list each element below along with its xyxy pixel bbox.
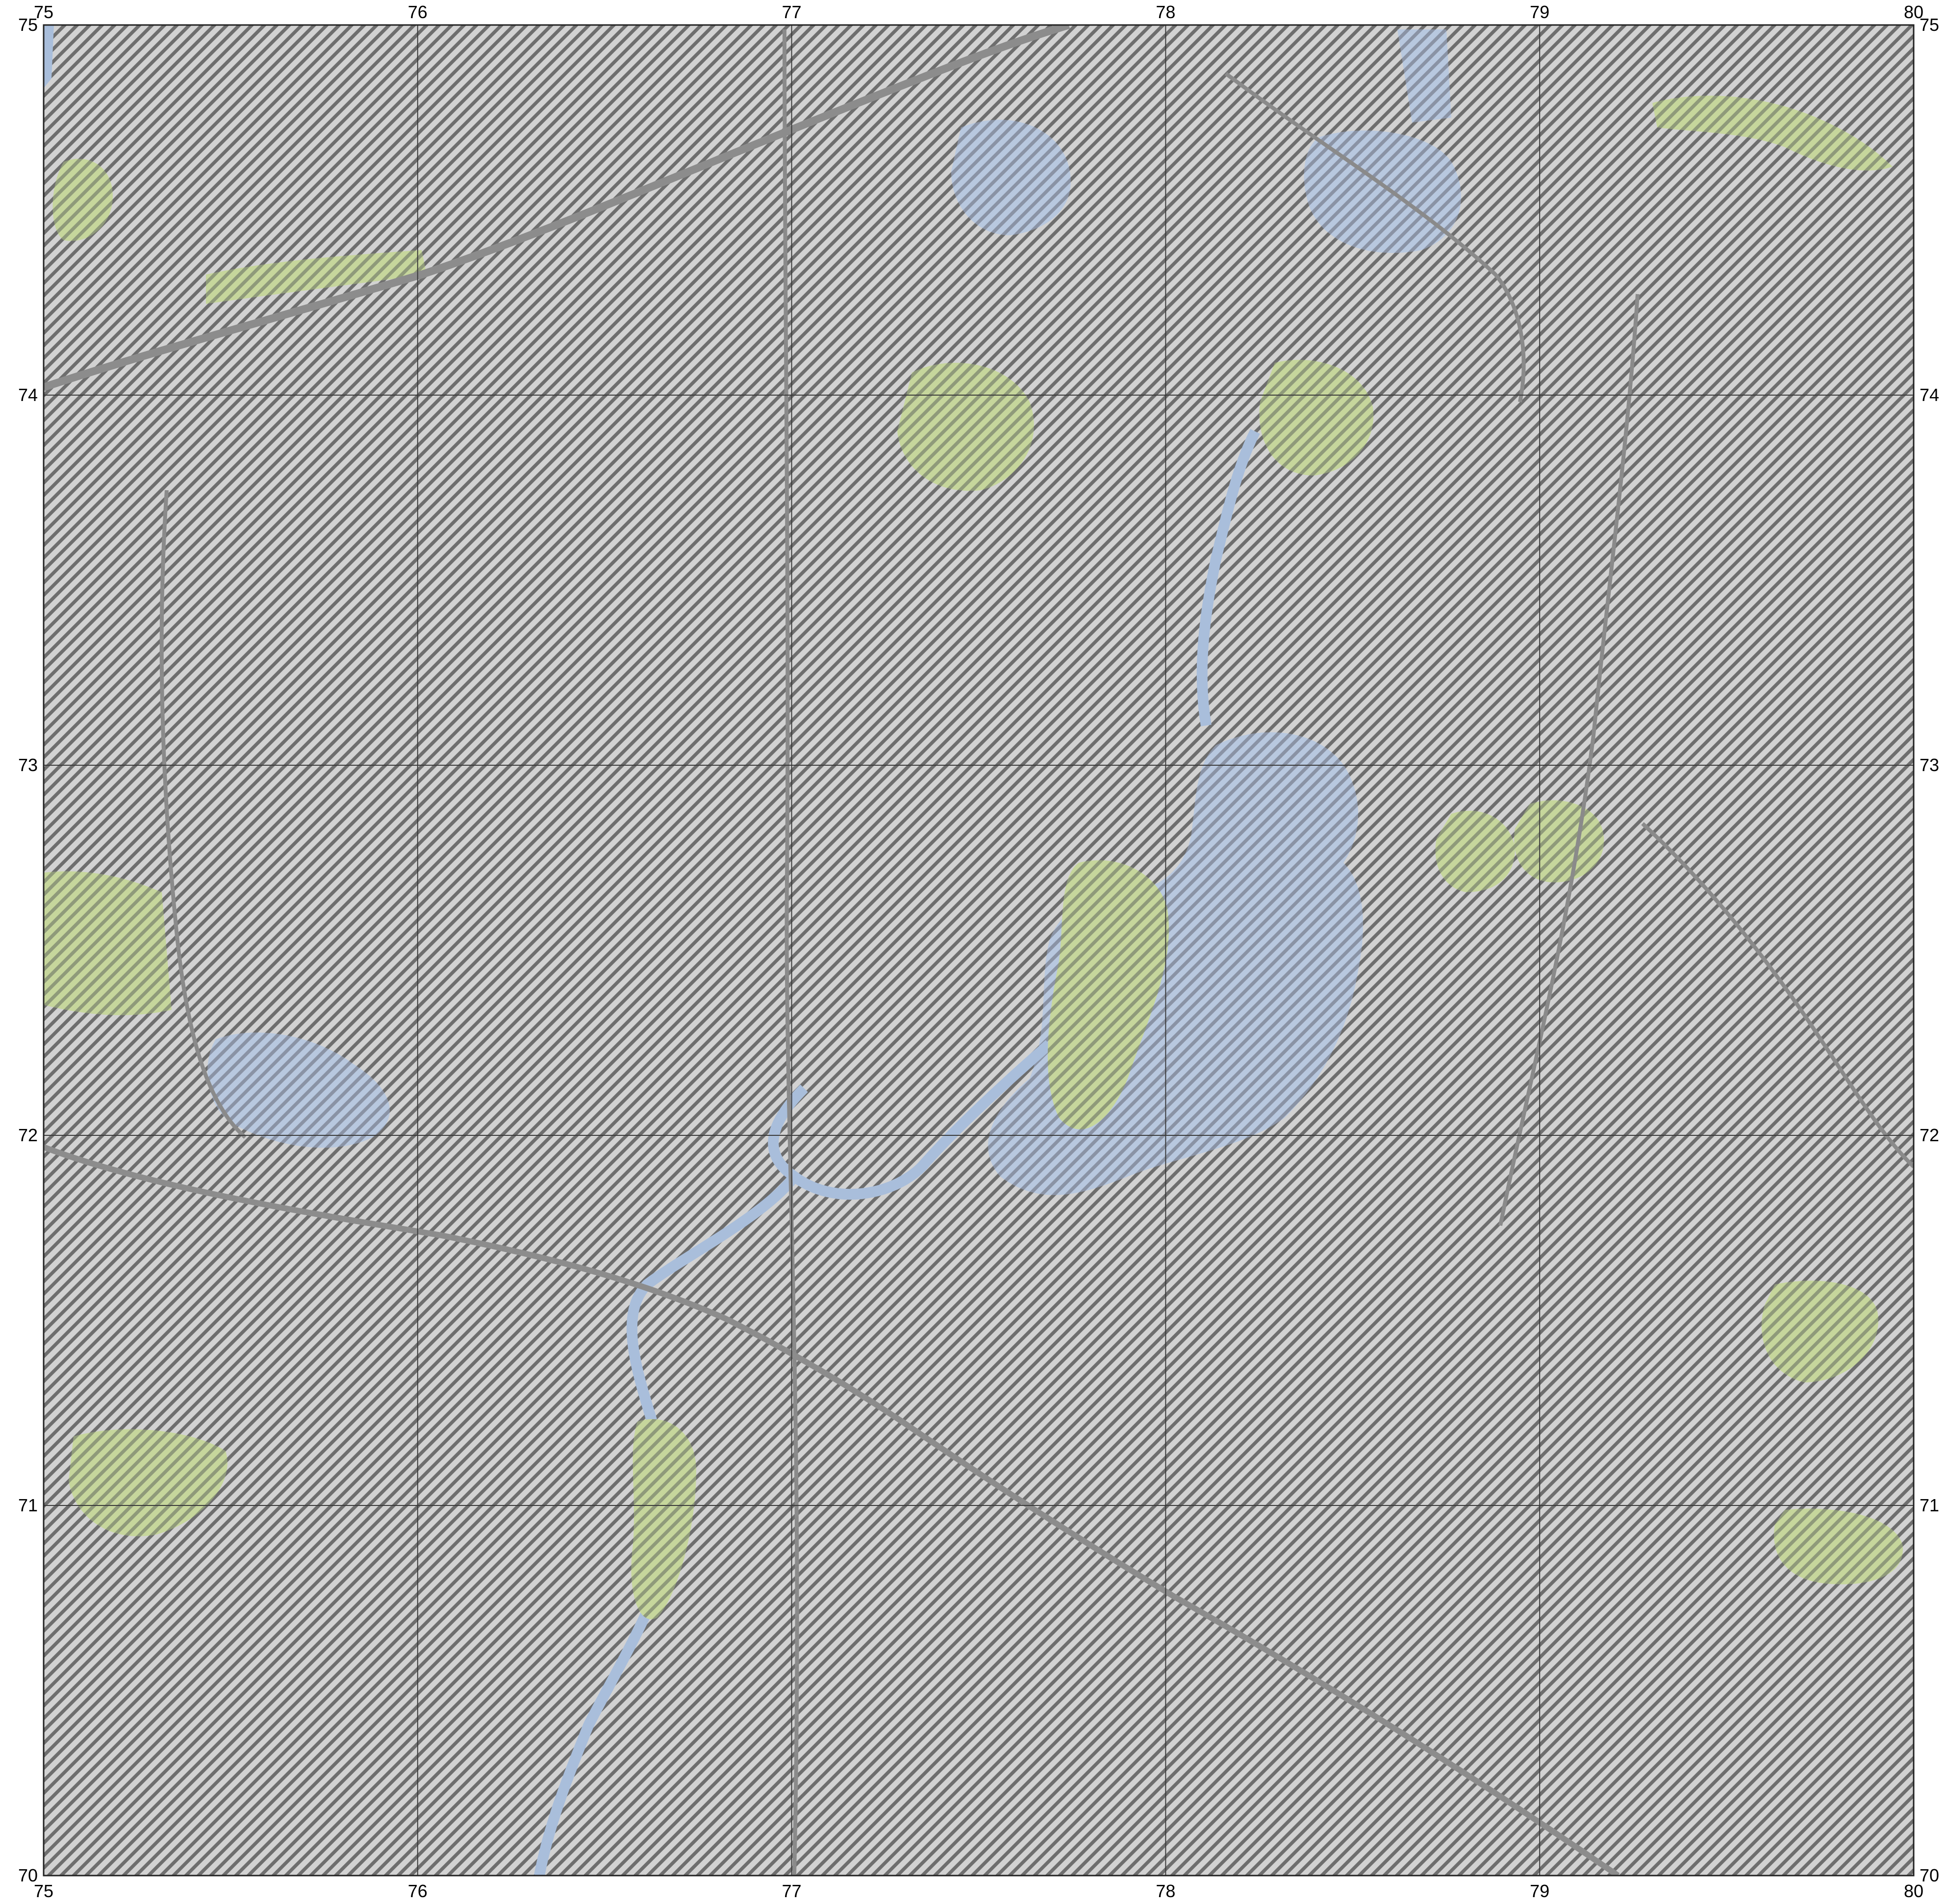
water-northeast-strip xyxy=(1397,29,1451,123)
land-area xyxy=(44,25,1914,1876)
x-tick-label-bottom: 75 xyxy=(34,1881,53,1901)
railway-layer xyxy=(44,25,1620,1876)
vegetation-far-east xyxy=(1761,1280,1878,1382)
vegetation-nw xyxy=(52,158,113,241)
vegetation-east-2 xyxy=(1435,810,1515,892)
water-marsh-north xyxy=(951,120,1071,235)
x-tick-label-top: 80 xyxy=(1904,2,1923,22)
water-lake-west xyxy=(207,1032,390,1148)
road-east-curve xyxy=(1641,822,1914,1168)
road-east-ns xyxy=(1498,294,1640,1226)
x-tick-label-bottom: 80 xyxy=(1904,1881,1923,1901)
y-tick-label-left: 72 xyxy=(18,1125,38,1145)
y-tick-label-left: 70 xyxy=(18,1865,38,1885)
y-tick-label-left: 71 xyxy=(18,1495,38,1515)
road-central-ns xyxy=(783,29,799,1876)
y-tick-label-left: 74 xyxy=(18,385,38,405)
y-tick-label-right: 73 xyxy=(1920,755,1939,775)
y-tick-label-right: 71 xyxy=(1920,1495,1939,1515)
x-tick-label-top: 79 xyxy=(1530,2,1549,22)
x-tick-label-top: 75 xyxy=(34,2,53,22)
y-tick-label-right: 75 xyxy=(1920,15,1939,35)
x-tick-label-bottom: 76 xyxy=(408,1881,428,1901)
road-northeast-diag xyxy=(1224,72,1526,402)
x-tick-label-top: 78 xyxy=(1156,2,1175,22)
railway-south xyxy=(44,1144,1620,1876)
x-tick-label-bottom: 78 xyxy=(1156,1881,1175,1901)
vegetation-northeast xyxy=(1652,96,1893,171)
vegetation-riverside-south xyxy=(631,1419,696,1620)
vegetation-southwest xyxy=(69,1429,228,1536)
water-corner-nw xyxy=(44,25,54,88)
map-frame xyxy=(43,24,1915,1877)
y-tick-label-right: 72 xyxy=(1920,1125,1939,1145)
road-layer xyxy=(159,29,1914,1876)
y-tick-label-right: 70 xyxy=(1920,1865,1939,1885)
x-tick-label-top: 77 xyxy=(782,2,802,22)
vegetation-west-park xyxy=(44,871,172,1015)
vegetation-river-bank xyxy=(1047,860,1169,1129)
y-tick-label-left: 75 xyxy=(18,15,38,35)
railway-north xyxy=(44,25,1070,391)
water-lake-northeast xyxy=(1304,130,1461,253)
x-tick-label-top: 76 xyxy=(408,2,428,22)
vegetation-north-strip xyxy=(206,250,427,304)
vegetation-far-east-2 xyxy=(1774,1508,1903,1584)
road-ring-west xyxy=(159,490,247,1139)
vegetation-north-center xyxy=(897,363,1034,491)
vegetation-east-1 xyxy=(1259,360,1374,476)
x-tick-label-bottom: 79 xyxy=(1530,1881,1549,1901)
vegetation-layer xyxy=(44,96,1903,1620)
y-tick-label-left: 73 xyxy=(18,755,38,775)
y-tick-label-right: 74 xyxy=(1920,385,1939,405)
x-tick-label-bottom: 77 xyxy=(782,1881,802,1901)
